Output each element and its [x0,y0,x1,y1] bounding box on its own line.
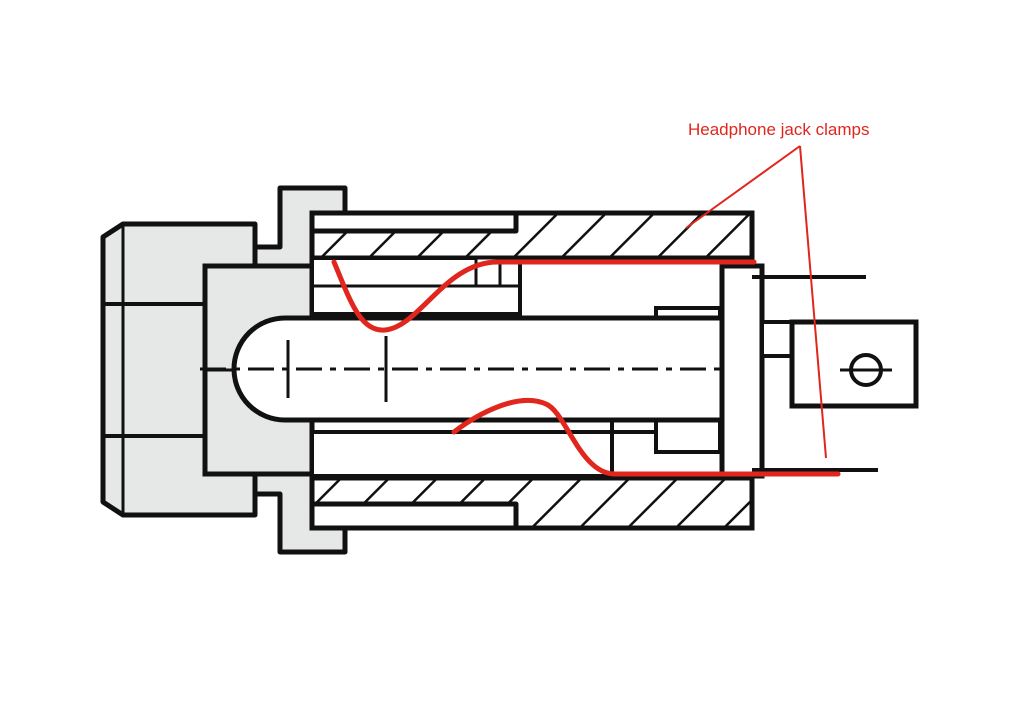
solder-tab [789,319,919,409]
jack-plug [200,315,760,423]
rear-contacts [719,263,878,479]
clamp-upper [331,259,757,333]
annotation-leaders [685,145,827,459]
headphone-jack-clamps [331,259,841,477]
clamp-lower [451,397,841,477]
annotation-label: Headphone jack clamps [688,120,870,139]
